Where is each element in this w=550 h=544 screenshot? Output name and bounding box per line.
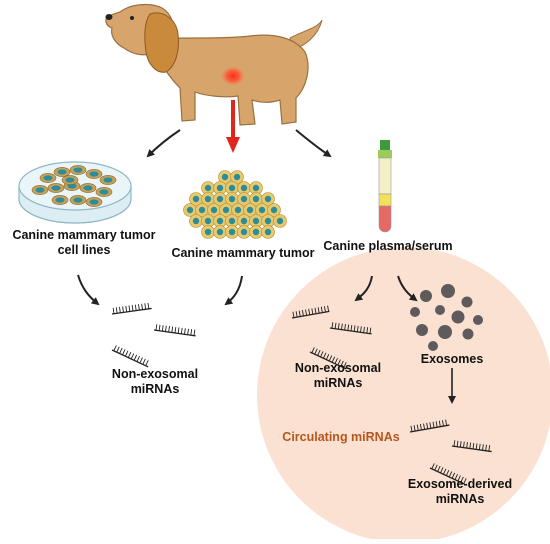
- arrow-plasma-to-nonexo: [354, 275, 373, 302]
- label-cell-lines-line1: Canine mammary tumor: [12, 228, 156, 242]
- mirna-strand: [451, 440, 492, 453]
- tumor-cell: [273, 214, 287, 228]
- label-cell-lines: Canine mammary tumor cell lines: [0, 228, 174, 258]
- label-nonexo-right-line2: miRNAs: [313, 376, 363, 390]
- tumor-cell: [183, 203, 197, 217]
- tumor-cell: [261, 225, 275, 239]
- tumor-cell: [261, 192, 275, 206]
- dish-cell: [39, 173, 57, 183]
- mirna-group: [111, 302, 492, 485]
- tumor-cell: [237, 225, 251, 239]
- arrow-dog-to-cell-lines: [146, 129, 181, 158]
- label-nonexo-left: Non-exosomal miRNAs: [100, 367, 210, 397]
- mirna-strand: [153, 324, 196, 337]
- dish-cell: [95, 187, 113, 197]
- tumor-cell: [225, 225, 239, 239]
- label-cell-lines-line2: cell lines: [57, 243, 111, 257]
- petri-dish: [18, 161, 132, 224]
- dish-cell: [85, 169, 103, 179]
- dog-illustration: [105, 3, 323, 126]
- label-nonexo-left-line1: Non-exosomal: [111, 367, 199, 381]
- label-exosomes: Exosomes: [420, 352, 484, 366]
- tumor-cell: [249, 214, 263, 228]
- mirna-strand: [429, 463, 467, 485]
- exosome-cluster: [410, 284, 483, 351]
- blood-tube: [378, 140, 392, 233]
- tumor-cell: [219, 203, 233, 217]
- exosome: [438, 325, 452, 339]
- dish-cell: [85, 197, 103, 207]
- dish-cell: [69, 195, 87, 205]
- dish-cell: [31, 185, 49, 195]
- label-plasma: Canine plasma/serum: [323, 239, 453, 253]
- mirna-strand: [329, 322, 372, 335]
- tumor-cell: [230, 170, 244, 184]
- tumor-cell: [189, 192, 203, 206]
- mirna-strand: [291, 305, 330, 319]
- arrow-plasma-to-exosomes: [397, 275, 418, 302]
- exosome: [416, 324, 428, 336]
- dish-cell: [47, 183, 65, 193]
- tumor-spot: [221, 66, 245, 86]
- exosome: [410, 307, 420, 317]
- label-exo-derived-line1: Exosome-derived: [407, 477, 513, 491]
- arrow-dog-to-plasma: [295, 129, 332, 158]
- label-tumor: Canine mammary tumor: [171, 246, 315, 260]
- tumor-cell-cluster: [183, 170, 287, 239]
- tumor-cell: [213, 192, 227, 206]
- mirna-strand: [309, 347, 347, 370]
- label-circulating-mirnas: Circulating miRNAs: [282, 430, 400, 444]
- arrow-cell-lines-to-mirna: [77, 274, 100, 306]
- exosome: [462, 328, 474, 340]
- exosome: [441, 284, 455, 298]
- exosome: [473, 315, 483, 325]
- mirna-strand: [111, 345, 149, 368]
- arrow-tumor-to-mirna: [224, 275, 243, 306]
- exosome: [461, 296, 473, 308]
- tumor-cell: [213, 225, 227, 239]
- exosome: [435, 305, 445, 315]
- exosome: [428, 341, 438, 351]
- dish-cell: [79, 183, 97, 193]
- label-exosome-derived: Exosome-derived miRNAs: [398, 477, 522, 507]
- dish-cell: [51, 195, 69, 205]
- dish-cell: [69, 165, 87, 175]
- exosome: [420, 290, 432, 302]
- tumor-cell: [207, 203, 221, 217]
- tumor-cell: [267, 203, 281, 217]
- tumor-cell: [201, 225, 215, 239]
- label-nonexo-left-line2: miRNAs: [130, 382, 180, 396]
- dish-cell: [99, 175, 117, 185]
- tumor-cell: [195, 203, 209, 217]
- mirna-strand: [409, 419, 450, 433]
- label-nonexo-right: Non-exosomal miRNAs: [283, 361, 393, 391]
- tumor-cell: [249, 225, 263, 239]
- label-nonexo-right-line1: Non-exosomal: [294, 361, 382, 375]
- tumor-cell: [237, 181, 251, 195]
- tumor-cell: [255, 203, 269, 217]
- mirna-strand: [111, 302, 152, 315]
- exosome: [451, 310, 465, 324]
- tumor-cell: [189, 214, 203, 228]
- tumor-cell: [249, 181, 263, 195]
- tumor-cell: [231, 203, 245, 217]
- dish-cell: [53, 167, 71, 177]
- dish-cell: [61, 175, 79, 185]
- tumor-cell: [201, 181, 215, 195]
- label-exo-derived-line2: miRNAs: [435, 492, 485, 506]
